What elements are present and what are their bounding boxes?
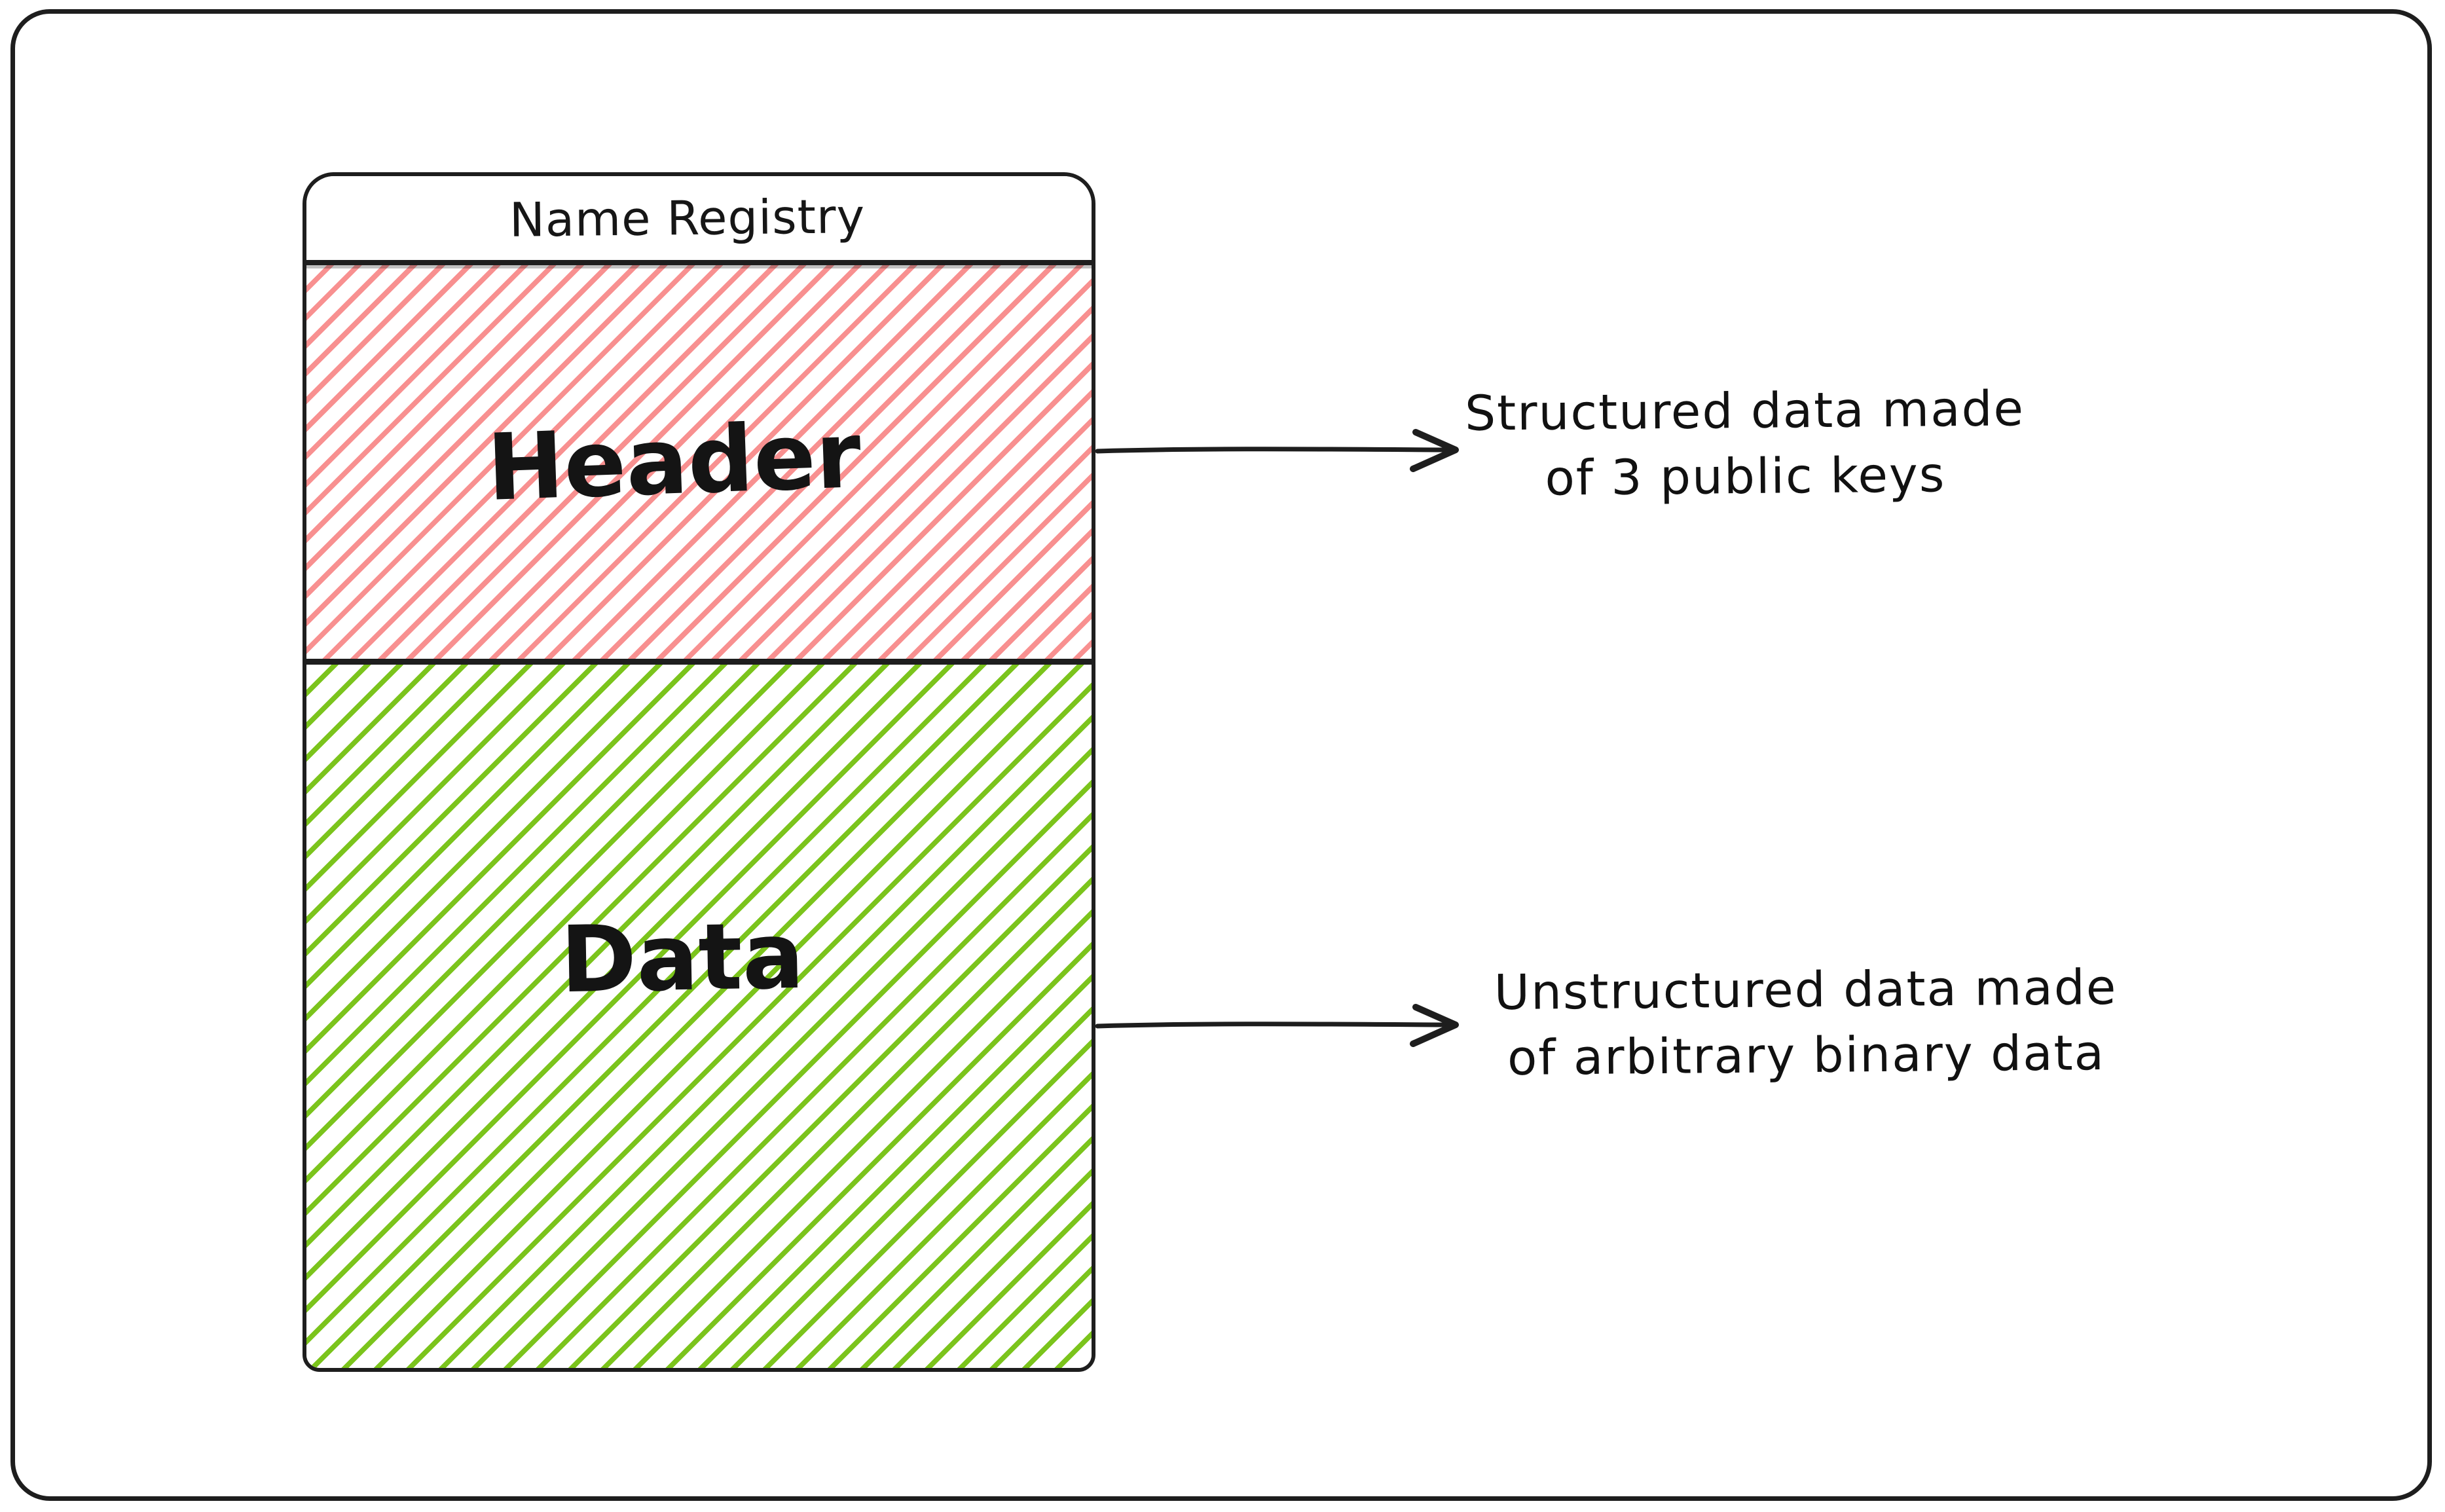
data-arrow-icon: [1095, 1004, 1459, 1047]
annotation-line: of 3 public keys: [1545, 447, 1946, 507]
name-registry-box: Name Registry Header Data: [303, 172, 1095, 1372]
registry-title: Name Registry: [509, 189, 866, 248]
arrow-shaft: [1095, 1022, 1450, 1029]
header-section: Header: [306, 265, 1092, 665]
registry-title-bar: Name Registry: [306, 176, 1092, 265]
annotation-line: Unstructured data made: [1494, 959, 2118, 1022]
annotation-line: of arbitrary binary data: [1507, 1025, 2106, 1086]
data-annotation: Unstructured data made of arbitrary bina…: [1478, 955, 2134, 1092]
data-section-label: Data: [560, 902, 805, 1014]
header-annotation: Structured data made of 3 public keys: [1433, 376, 2057, 512]
arrow-head: [1410, 1004, 1459, 1047]
arrow-shaft: [1095, 447, 1450, 454]
annotation-line: Structured data made: [1464, 380, 2025, 442]
outer-frame: [10, 9, 2432, 1501]
data-section: Data: [306, 665, 1092, 1368]
header-arrow-icon: [1095, 429, 1459, 472]
header-section-label: Header: [485, 402, 863, 522]
arrow-head: [1410, 429, 1459, 472]
